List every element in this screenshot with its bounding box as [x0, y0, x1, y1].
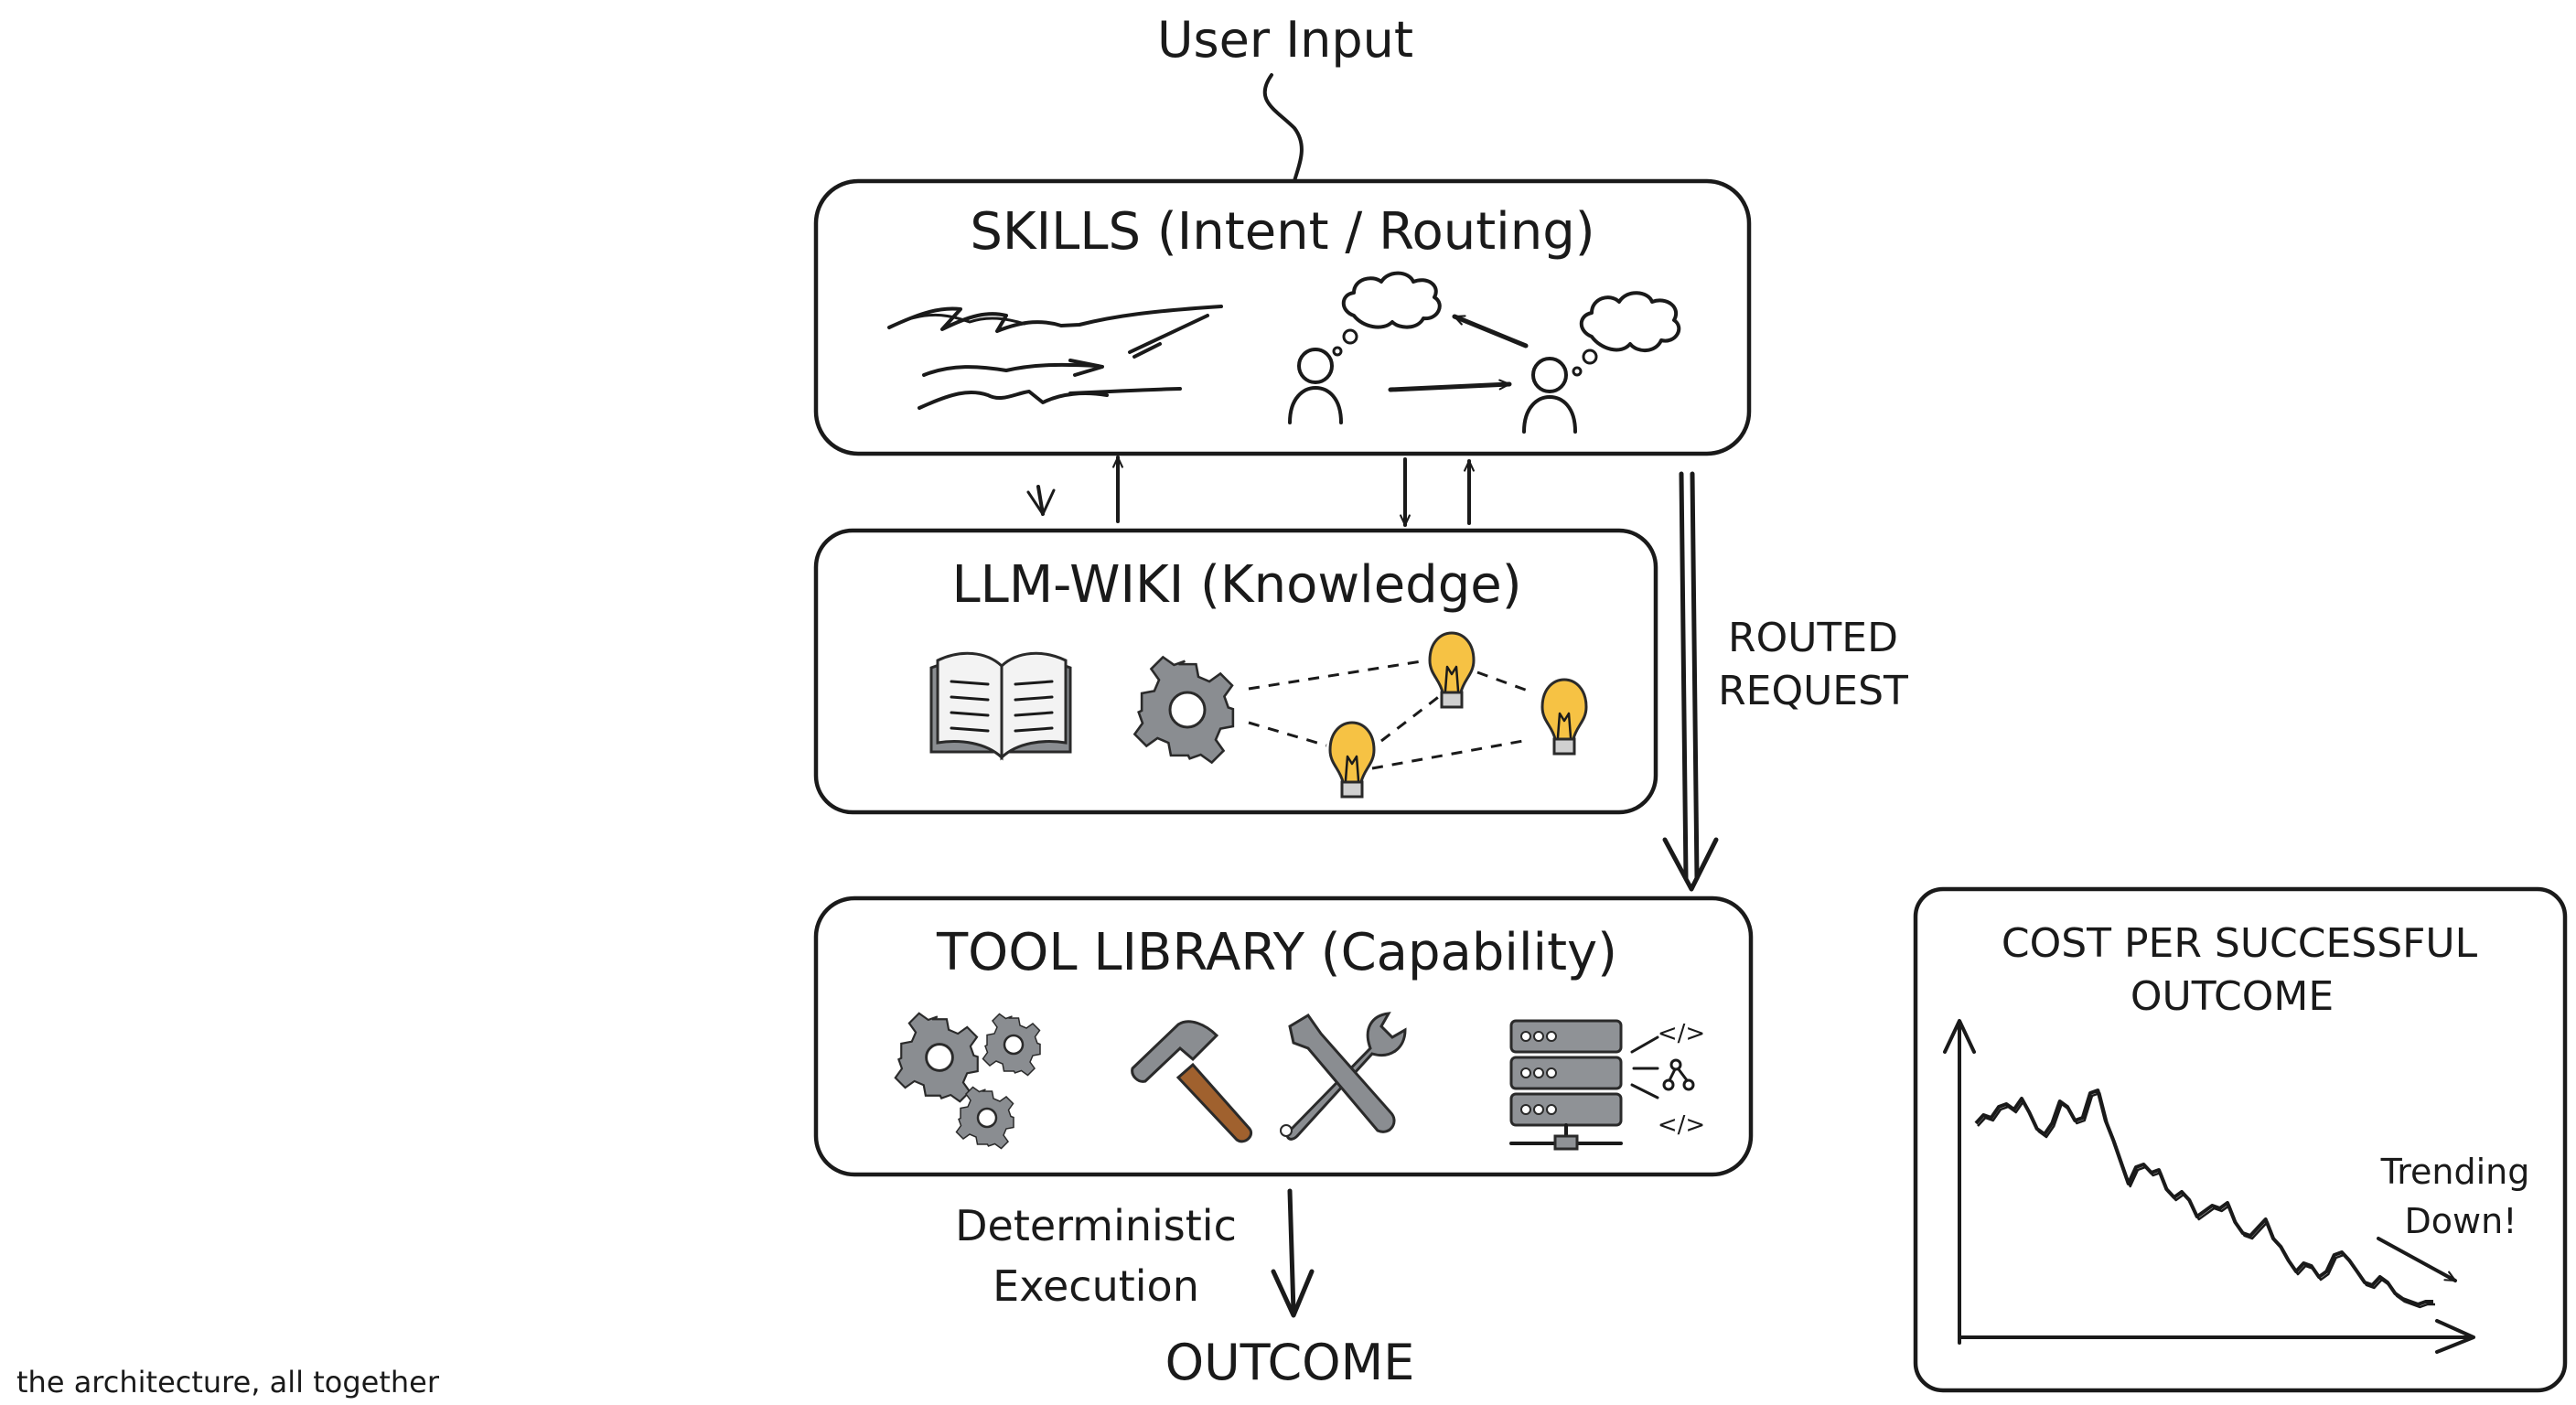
wiki-box: LLM-WIKI (Knowledge) [813, 528, 1658, 815]
tools-box: TOOL LIBRARY (Capability) [813, 896, 1754, 1177]
routed-request-arrow [1662, 471, 1719, 892]
svg-text:</>: </> [1658, 1020, 1705, 1047]
lightbulb-icon [1428, 631, 1476, 709]
book-icon [929, 651, 1072, 761]
x-axis-head [2435, 1319, 2475, 1354]
user-input-label: User Input [1157, 11, 1413, 69]
svg-text:</>: </> [1658, 1111, 1705, 1139]
chart-title-line2: OUTCOME [2131, 973, 2334, 1020]
person-icon [1288, 348, 1343, 424]
lightbulb-icon [1328, 721, 1376, 799]
chart-annotation-line2: Down! [2405, 1201, 2517, 1241]
wrench-screwdriver-icon [1280, 1012, 1407, 1141]
down-arrow-head [1026, 488, 1056, 516]
chart-title-line1: COST PER SUCCESSFUL [2002, 920, 2478, 967]
chart-series [1974, 1089, 2435, 1309]
cost-chart: COST PER SUCCESSFUL OUTCOME Trending Dow… [1913, 886, 2568, 1393]
scribble-icon [887, 305, 1223, 410]
skills-title: SKILLS (Intent / Routing) [970, 202, 1594, 262]
thought-cloud-icon [1332, 271, 1442, 357]
execution-arrow [1287, 1188, 1296, 1314]
y-axis-head [1943, 1019, 1976, 1054]
wiki-title: LLM-WIKI (Knowledge) [951, 555, 1521, 615]
chart-annotation-line1: Trending [2380, 1152, 2530, 1192]
execution-label-line1: Deterministic [955, 1201, 1237, 1250]
execution-arrow-head [1271, 1269, 1315, 1318]
gear-icon [955, 1086, 1014, 1150]
tools-title: TOOL LIBRARY (Capability) [936, 923, 1617, 982]
caption: the architecture, all together [16, 1365, 440, 1400]
down-arrow [1036, 485, 1045, 516]
series-line-sketch [1977, 1091, 2435, 1309]
gear-icon [1132, 655, 1235, 765]
code-icon: </> </> [1630, 1020, 1705, 1139]
lightbulb-icon [1540, 678, 1588, 756]
person-icon [1522, 357, 1577, 434]
skills-box: SKILLS (Intent / Routing) [813, 178, 1752, 456]
hammer-icon [1131, 1020, 1252, 1143]
routed-label-line2: REQUEST [1718, 668, 1908, 714]
routed-label-line1: ROUTED [1728, 615, 1898, 661]
trend-arrow [2377, 1237, 2457, 1282]
gear-icon [982, 1013, 1041, 1077]
skills-arrow-left [1452, 314, 1529, 349]
gear-icon [894, 1012, 979, 1103]
outcome-label: OUTCOME [1165, 1334, 1415, 1391]
server-icon [1509, 1019, 1623, 1151]
knowledge-links [1248, 659, 1529, 770]
execution-label-line2: Execution [993, 1261, 1199, 1311]
input-connector [1262, 73, 1304, 183]
thought-cloud-icon [1572, 291, 1681, 377]
skills-arrow-right [1388, 379, 1512, 392]
